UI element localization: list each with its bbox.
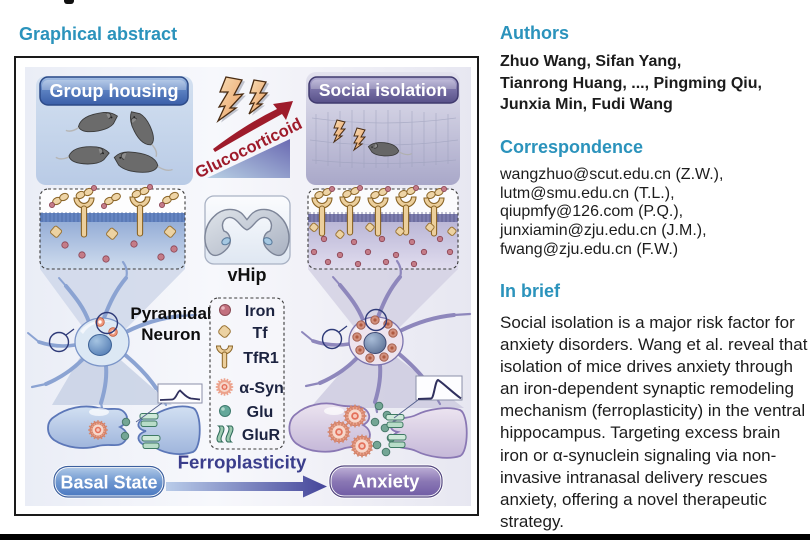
svg-text:α-Syn: α-Syn: [239, 380, 284, 397]
svg-text:Neuron: Neuron: [141, 325, 201, 344]
svg-text:Iron: Iron: [245, 303, 275, 320]
svg-text:GluR: GluR: [242, 427, 281, 444]
svg-text:Social isolation: Social isolation: [319, 80, 447, 100]
svg-text:Anxiety: Anxiety: [353, 471, 421, 492]
svg-text:Ferroplasticity: Ferroplasticity: [178, 452, 307, 473]
svg-text:Basal State: Basal State: [60, 473, 157, 493]
svg-text:Pyramidal: Pyramidal: [130, 304, 211, 323]
svg-text:Tf: Tf: [252, 325, 268, 342]
svg-text:TfR1: TfR1: [243, 350, 279, 367]
svg-text:vHip: vHip: [227, 265, 266, 285]
svg-text:Glu: Glu: [247, 404, 274, 421]
svg-text:Group housing: Group housing: [50, 81, 179, 101]
